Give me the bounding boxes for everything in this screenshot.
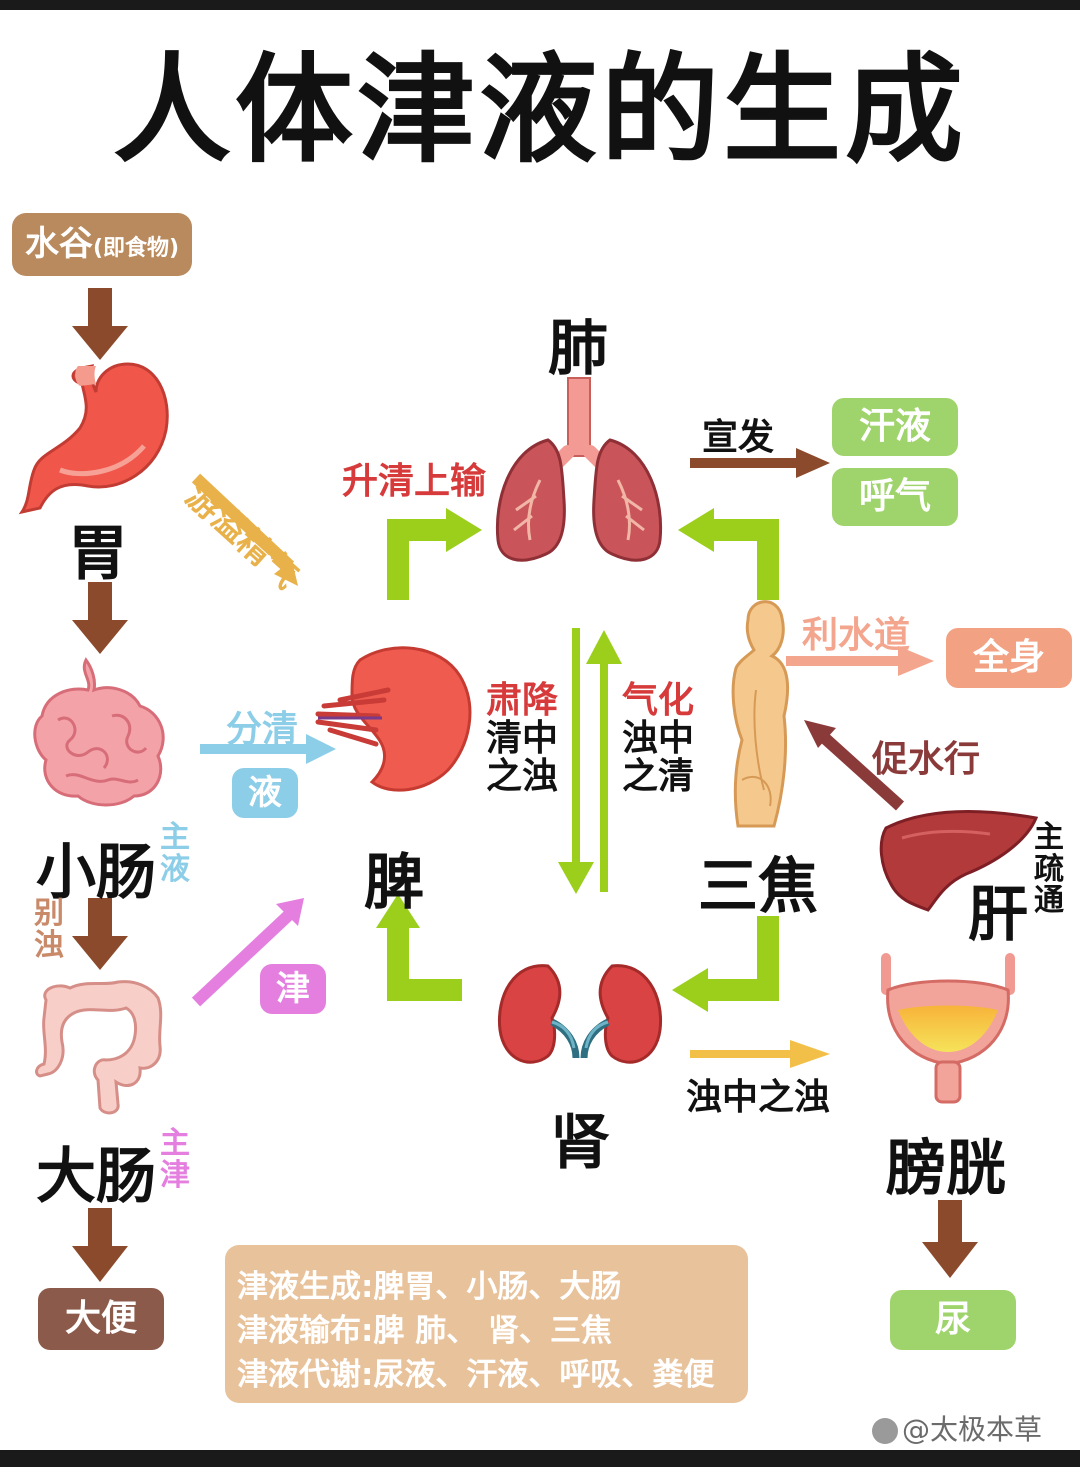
watermark-text: @太极本草	[902, 1413, 1043, 1446]
whole-body-pill: 全身	[946, 628, 1072, 688]
summary-line-metabolism: 津液代谢:尿液、汗液、呼吸、粪便	[237, 1357, 715, 1393]
note-zhu: 主	[160, 1126, 190, 1161]
note-tong: 通	[1034, 883, 1064, 918]
arrow-cu-shui-xing	[804, 720, 905, 811]
kidney-label: 肾	[550, 1108, 610, 1178]
arrow-small-to-large-intestine	[72, 898, 128, 970]
bladder-label: 膀胱	[886, 1134, 1006, 1204]
arrow-xuan-fa	[690, 448, 830, 478]
li-shui-dao-label: 利水道	[802, 615, 911, 656]
su-jiang-label: 肃降	[486, 680, 559, 721]
zhi-zhuo-line: 之浊	[486, 755, 559, 797]
source-food-box: 水谷(即食物)	[12, 213, 192, 276]
green-cycle-arrows	[387, 519, 779, 1001]
center-left-text: 肃降 清中 之浊	[486, 682, 558, 795]
arrow-li-shui-dao	[786, 646, 934, 676]
arrow-you-yi	[191, 473, 298, 586]
center-vertical-arrows	[558, 628, 622, 894]
zhuo-zhong-zhi-zhuo-label: 浊中之浊	[686, 1077, 831, 1118]
small-intestine-icon	[33, 657, 165, 807]
xuan-fa-label: 宣发	[702, 417, 775, 458]
arrow-large-intestine-to-stool	[72, 1208, 128, 1282]
note-zhu: 主	[160, 820, 190, 855]
arrow-stomach-to-small-intestine	[72, 582, 128, 654]
center-right-text: 气化 浊中 之清	[622, 682, 694, 795]
zhi-qing-line: 之清	[622, 755, 695, 797]
page-title: 人体津液的生成	[112, 41, 967, 179]
lungs-icon	[495, 377, 663, 562]
liver-icon	[879, 810, 1039, 912]
arrow-jin	[191, 898, 304, 1007]
arrow-zhuo-zhong	[690, 1040, 830, 1068]
note-bie: 别	[34, 896, 64, 931]
stool-pill: 大便	[38, 1288, 164, 1350]
watermark: @太极本草	[872, 1408, 1042, 1448]
source-food-label: 水谷	[24, 224, 93, 264]
note-shu: 疏	[1034, 851, 1064, 887]
small-intestine-note: 主 液	[160, 822, 190, 885]
sanjiao-label: 三焦	[698, 852, 818, 922]
zhuo-zhong-line: 浊中	[622, 717, 695, 759]
stomach-icon	[18, 362, 169, 515]
jin-badge: 津	[260, 964, 326, 1014]
note-ye: 液	[160, 851, 190, 887]
note-zhuo: 浊	[34, 927, 64, 963]
summary-line-generation: 津液生成:脾胃、小肠、大肠	[237, 1269, 622, 1305]
top-border	[0, 0, 1080, 10]
qing-zhong-line: 清中	[486, 717, 559, 759]
sweat-pill: 汗液	[832, 398, 958, 456]
spleen-label: 脾	[364, 848, 424, 918]
bottom-border	[0, 1450, 1080, 1467]
note-jin: 津	[160, 1157, 190, 1193]
paw-icon	[872, 1418, 898, 1444]
summary-line-distribution: 津液输布:脾 肺、 肾、三焦	[237, 1313, 612, 1349]
fen-qing-label: 分清	[226, 709, 299, 750]
lung-label: 肺	[548, 314, 608, 384]
ye-badge: 液	[232, 768, 298, 818]
cu-shui-xing-label: 促水行	[872, 739, 981, 780]
large-intestine-label: 大肠	[36, 1142, 156, 1212]
liver-label: 肝	[968, 880, 1028, 950]
kidneys-icon	[497, 964, 663, 1064]
qi-hua-label: 气化	[622, 680, 695, 721]
note-zhu: 主	[1034, 820, 1064, 855]
arrow-bladder-to-urine	[922, 1200, 978, 1278]
sheng-qing-label: 升清上输	[342, 461, 487, 502]
bladder-icon	[881, 953, 1015, 1104]
large-intestine-icon	[35, 980, 163, 1115]
green-arrow-heads	[376, 508, 714, 1012]
arrow-food-to-stomach	[72, 288, 128, 360]
liver-note: 主 疏 通	[1034, 822, 1064, 917]
urine-pill: 尿	[890, 1290, 1016, 1350]
large-intestine-note: 主 津	[160, 1128, 190, 1191]
sanjiao-body-icon	[731, 600, 790, 828]
arrow-fen-qing	[200, 734, 336, 764]
summary-box: 津液生成:脾胃、小肠、大肠 津液输布:脾 肺、 肾、三焦 津液代谢:尿液、汗液、…	[225, 1245, 748, 1403]
source-food-sub: (即食物)	[92, 236, 180, 261]
bie-zhuo-note: 别 浊	[34, 898, 64, 961]
small-intestine-label: 小肠	[36, 838, 156, 908]
stomach-label: 胃	[68, 519, 128, 589]
spleen-icon	[315, 646, 472, 792]
breath-pill: 呼气	[832, 468, 958, 526]
